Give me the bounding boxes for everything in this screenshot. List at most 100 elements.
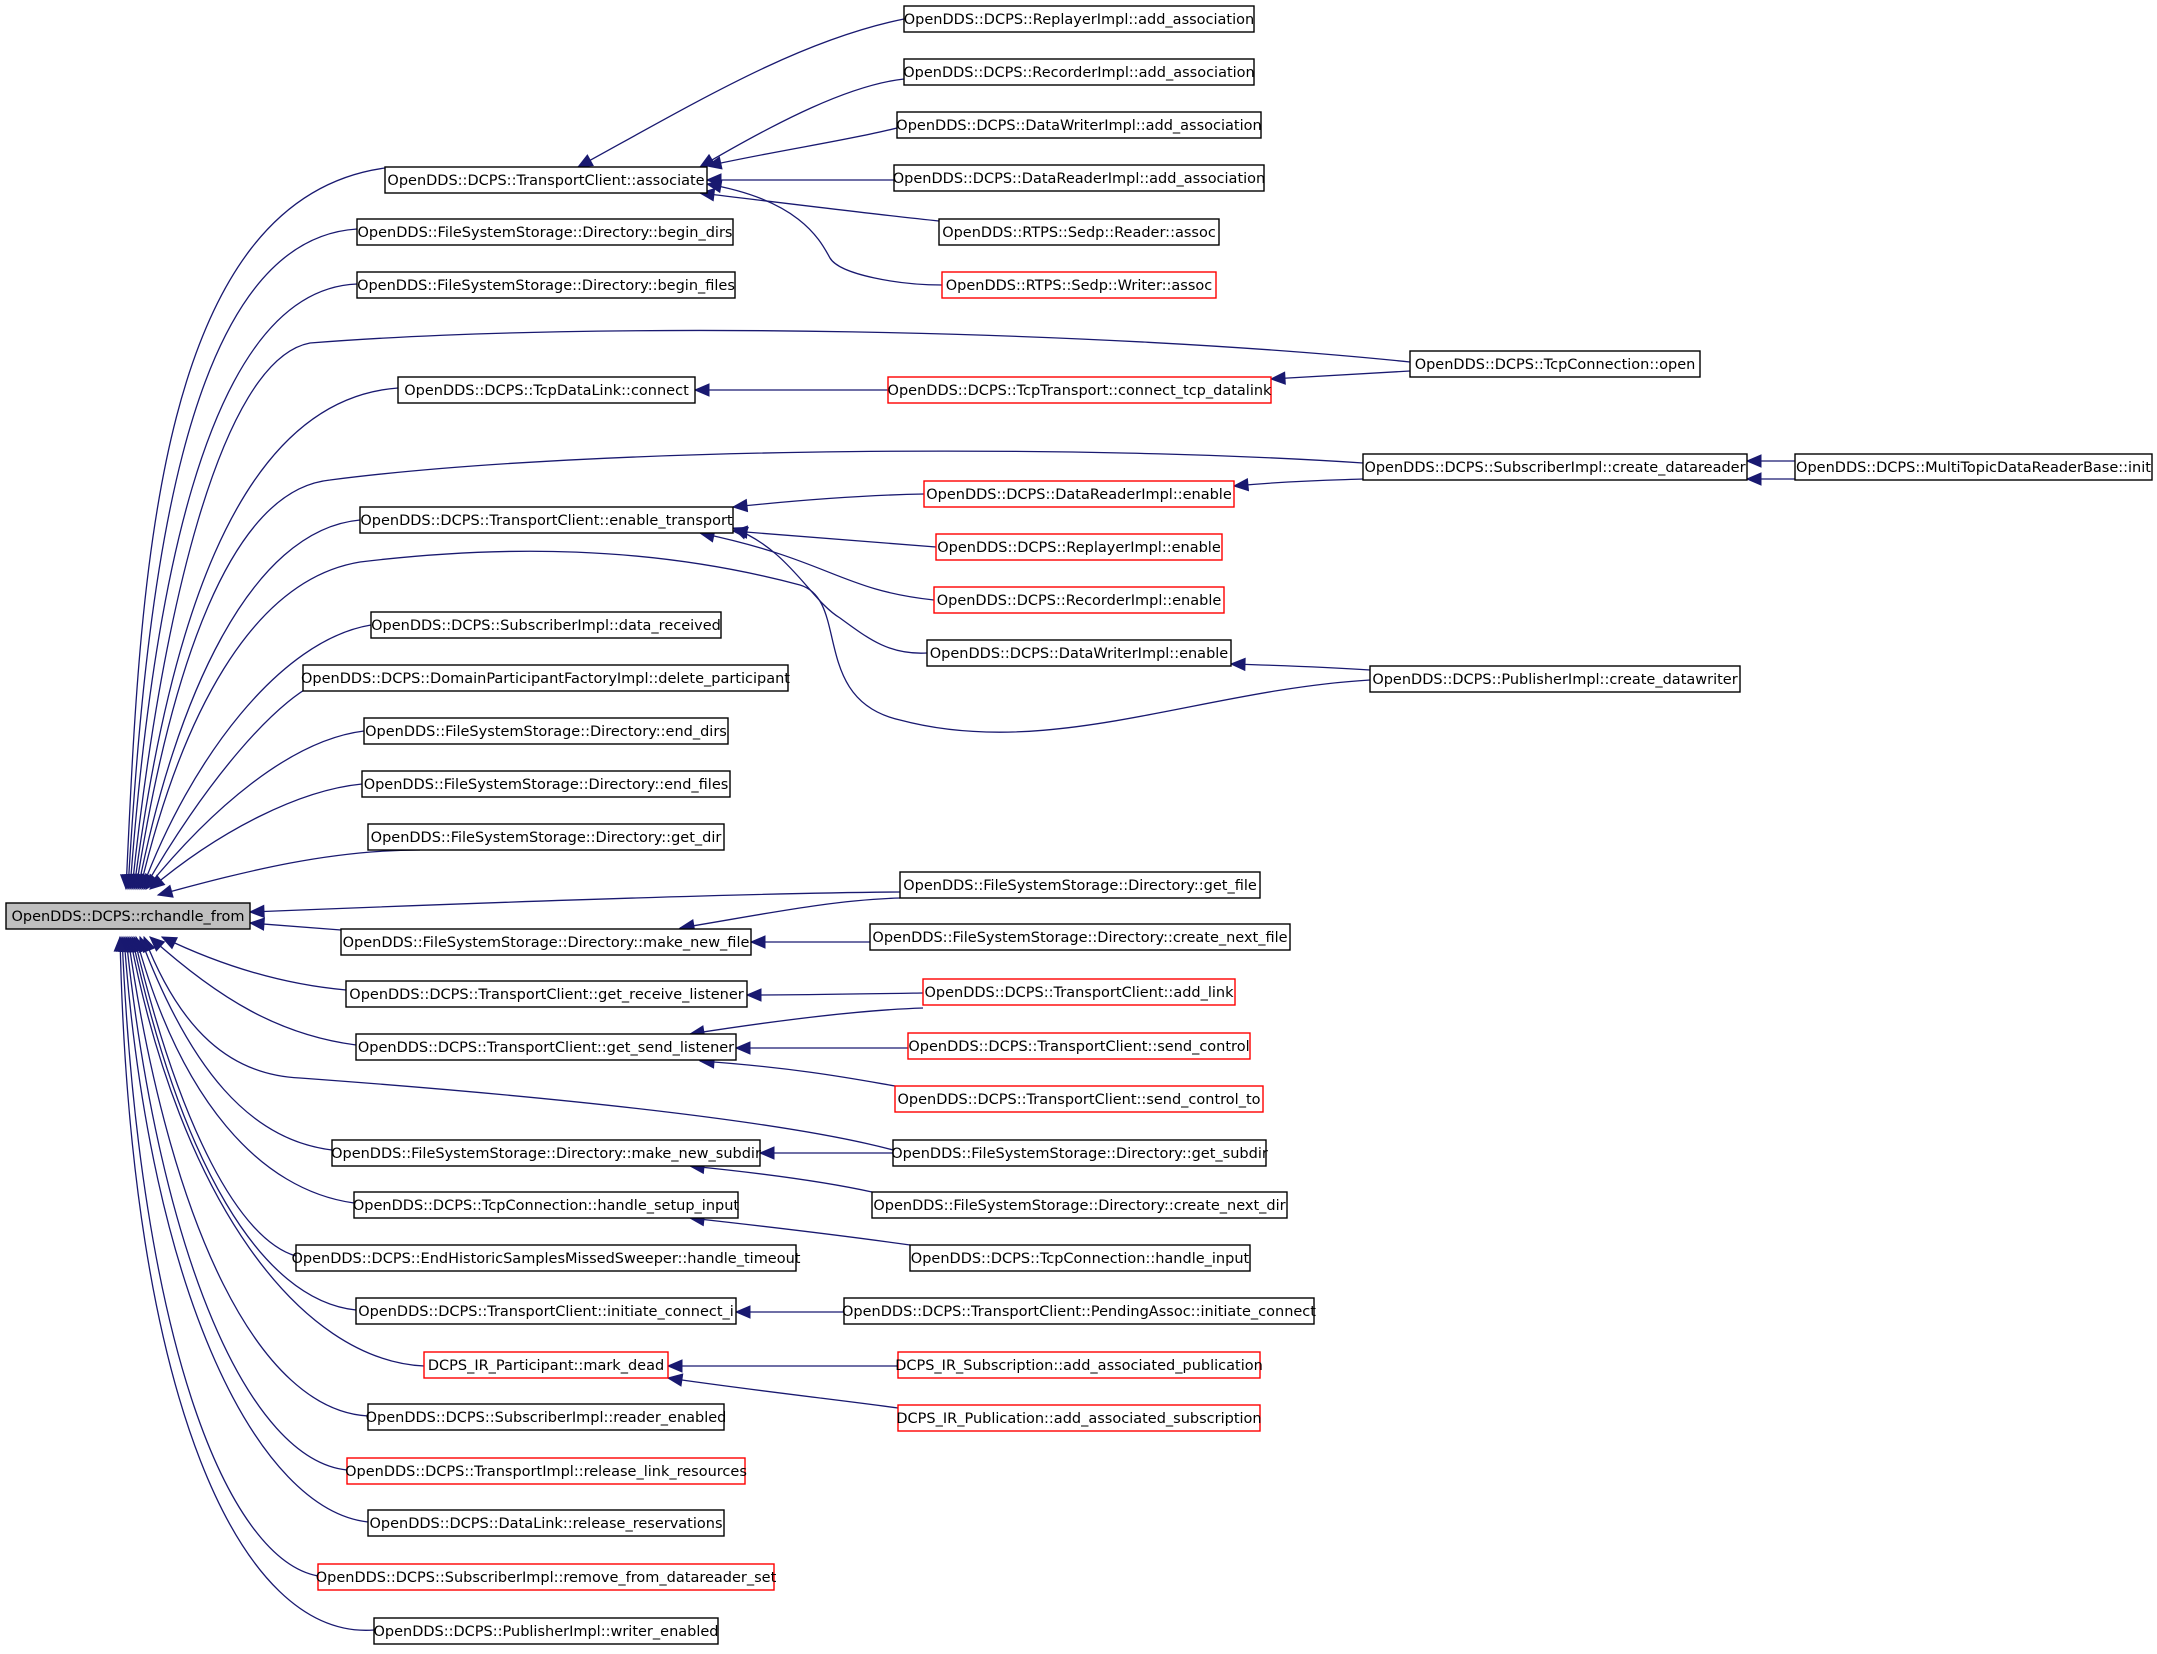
node-tdl-connect[interactable]: OpenDDS::DCPS::TcpDataLink::connect xyxy=(397,376,696,404)
node-box xyxy=(345,980,748,1008)
node-ti-release-link-resources[interactable]: OpenDDS::DCPS::TransportImpl::release_li… xyxy=(345,1457,747,1485)
node-fs-get-file[interactable]: OpenDDS::FileSystemStorage::Directory::g… xyxy=(899,871,1261,899)
node-label: OpenDDS::FileSystemStorage::Directory::e… xyxy=(365,724,727,740)
node-mtdr-init[interactable]: OpenDDS::DCPS::MultiTopicDataReaderBase:… xyxy=(1794,453,2153,481)
node-label: OpenDDS::DCPS::RecorderImpl::enable xyxy=(937,593,1222,609)
node-label: OpenDDS::DCPS::RecorderImpl::add_associa… xyxy=(903,65,1255,81)
node-tconn-open[interactable]: OpenDDS::DCPS::TcpConnection::open xyxy=(1409,350,1701,378)
node-fs-begin-files[interactable]: OpenDDS::FileSystemStorage::Directory::b… xyxy=(356,271,736,299)
node-recorder-enable[interactable]: OpenDDS::DCPS::RecorderImpl::enable xyxy=(933,586,1225,614)
node-box xyxy=(355,1033,737,1061)
edge-sub_create_datareader-to-mtdr_init xyxy=(1745,472,1795,486)
node-dl-release-reservations[interactable]: OpenDDS::DCPS::DataLink::release_reserva… xyxy=(367,1509,725,1537)
arrowhead xyxy=(113,935,128,952)
node-fs-end-files[interactable]: OpenDDS::FileSystemStorage::Directory::e… xyxy=(361,770,731,798)
node-label: OpenDDS::DCPS::TcpConnection::open xyxy=(1415,357,1696,373)
node-rchandle-from[interactable]: OpenDDS::DCPS::rchandle_from xyxy=(5,902,251,930)
node-box xyxy=(367,823,725,851)
node-dw-add-association[interactable]: OpenDDS::DCPS::DataWriterImpl::add_assoc… xyxy=(896,111,1262,139)
node-pub-create-datawriter[interactable]: OpenDDS::DCPS::PublisherImpl::create_dat… xyxy=(1369,665,1741,693)
node-label: OpenDDS::FileSystemStorage::Directory::b… xyxy=(358,225,733,241)
node-box xyxy=(909,1244,1251,1272)
edge-sedp_writer_assoc-to-tc_associate xyxy=(705,179,943,286)
edge-fs_begin_files-to-rchandle_from xyxy=(124,283,358,891)
arrowhead xyxy=(248,917,265,931)
graph-nodes: OpenDDS::DCPS::rchandle_fromOpenDDS::DCP… xyxy=(5,5,2153,1645)
node-sub-data-received[interactable]: OpenDDS::DCPS::SubscriberImpl::data_rece… xyxy=(370,611,722,639)
node-pending-initiate-connect[interactable]: OpenDDS::DCPS::TransportClient::PendingA… xyxy=(842,1297,1316,1325)
node-fs-get-subdir[interactable]: OpenDDS::FileSystemStorage::Directory::g… xyxy=(891,1139,1268,1167)
node-label: OpenDDS::FileSystemStorage::Directory::c… xyxy=(872,930,1287,946)
arrowhead xyxy=(734,1305,751,1319)
node-box xyxy=(935,533,1223,561)
edge-fs_make_new_file-to-rchandle_from xyxy=(248,917,342,931)
node-dr-enable[interactable]: OpenDDS::DCPS::DataReaderImpl::enable xyxy=(923,480,1235,508)
node-label: OpenDDS::DCPS::TcpConnection::handle_inp… xyxy=(911,1251,1250,1267)
arrowhead xyxy=(576,154,594,168)
node-sedp-reader-assoc[interactable]: OpenDDS::RTPS::Sedp::Reader::assoc xyxy=(938,218,1220,246)
edge-sedp_reader_assoc-to-tc_associate xyxy=(698,188,940,222)
node-tc-send-control[interactable]: OpenDDS::DCPS::TransportClient::send_con… xyxy=(907,1032,1251,1060)
edge-dw_enable-to-tc_enable_transport xyxy=(731,526,928,654)
node-box xyxy=(923,480,1235,508)
edge-dpf_delete_participant-to-rchandle_from xyxy=(143,677,331,891)
edge-fs_get_subdir-to-fs_make_new_subdir xyxy=(758,1146,893,1160)
arrowhead xyxy=(745,988,762,1002)
node-replayer-add-association[interactable]: OpenDDS::DCPS::ReplayerImpl::add_associa… xyxy=(903,5,1255,33)
node-tc-initiate-connect-i[interactable]: OpenDDS::DCPS::TransportClient::initiate… xyxy=(355,1297,737,1325)
node-label: OpenDDS::DCPS::TransportClient::associat… xyxy=(387,173,704,189)
node-tc-associate[interactable]: OpenDDS::DCPS::TransportClient::associat… xyxy=(384,166,708,194)
node-fs-begin-dirs[interactable]: OpenDDS::FileSystemStorage::Directory::b… xyxy=(356,218,734,246)
edge-fs_make_new_subdir-to-rchandle_from xyxy=(138,935,333,1151)
arrowhead xyxy=(758,1146,775,1160)
node-box xyxy=(5,902,251,930)
node-tconn-handle-setup-input[interactable]: OpenDDS::DCPS::TcpConnection::handle_set… xyxy=(353,1191,740,1219)
node-fs-create-next-file[interactable]: OpenDDS::FileSystemStorage::Directory::c… xyxy=(869,923,1291,951)
edge-fs_begin_dirs-to-rchandle_from xyxy=(122,228,358,891)
node-ir-pub-add-assoc-sub[interactable]: DCPS_IR_Publication::add_associated_subs… xyxy=(896,1404,1262,1432)
node-label: OpenDDS::DCPS::TcpDataLink::connect xyxy=(404,383,689,399)
node-box xyxy=(896,111,1262,139)
node-label: OpenDDS::FileSystemStorage::Directory::g… xyxy=(371,830,722,846)
node-label: OpenDDS::FileSystemStorage::Directory::c… xyxy=(873,1198,1285,1214)
edge-tc_get_receive_listener-to-rchandle_from xyxy=(160,936,347,991)
node-ehsms-handle-timeout[interactable]: OpenDDS::DCPS::EndHistoricSamplesMissedS… xyxy=(292,1244,801,1272)
node-fs-create-next-dir[interactable]: OpenDDS::FileSystemStorage::Directory::c… xyxy=(871,1191,1288,1219)
node-sedp-writer-assoc[interactable]: OpenDDS::RTPS::Sedp::Writer::assoc xyxy=(941,271,1217,299)
node-box xyxy=(373,1617,719,1645)
node-fs-end-dirs[interactable]: OpenDDS::FileSystemStorage::Directory::e… xyxy=(363,717,729,745)
node-fs-make-new-subdir[interactable]: OpenDDS::FileSystemStorage::Directory::m… xyxy=(331,1139,761,1167)
node-pub-writer-enabled[interactable]: OpenDDS::DCPS::PublisherImpl::writer_ena… xyxy=(373,1617,719,1645)
node-label: OpenDDS::DCPS::ReplayerImpl::enable xyxy=(937,540,1221,556)
node-fs-get-dir[interactable]: OpenDDS::FileSystemStorage::Directory::g… xyxy=(367,823,725,851)
node-tc-add-link[interactable]: OpenDDS::DCPS::TransportClient::add_link xyxy=(922,978,1236,1006)
node-ir-mark-dead[interactable]: DCPS_IR_Participant::mark_dead xyxy=(423,1351,669,1379)
node-recorder-add-association[interactable]: OpenDDS::DCPS::RecorderImpl::add_associa… xyxy=(903,58,1255,86)
node-dpf-delete-participant[interactable]: OpenDDS::DCPS::DomainParticipantFactoryI… xyxy=(301,664,790,692)
node-dw-enable[interactable]: OpenDDS::DCPS::DataWriterImpl::enable xyxy=(926,639,1232,667)
node-label: OpenDDS::DCPS::TcpTransport::connect_tcp… xyxy=(888,383,1272,399)
node-tc-get-receive-listener[interactable]: OpenDDS::DCPS::TransportClient::get_rece… xyxy=(345,980,748,1008)
node-tc-enable-transport[interactable]: OpenDDS::DCPS::TransportClient::enable_t… xyxy=(359,506,734,534)
edge-pub_writer_enabled-to-rchandle_from xyxy=(113,935,375,1631)
node-label: OpenDDS::DCPS::MultiTopicDataReaderBase:… xyxy=(1796,460,2151,476)
node-box xyxy=(938,218,1220,246)
edge-tc_add_link-to-tc_get_receive_listener xyxy=(745,988,924,1002)
node-tc-send-control-to[interactable]: OpenDDS::DCPS::TransportClient::send_con… xyxy=(894,1085,1264,1113)
node-replayer-enable[interactable]: OpenDDS::DCPS::ReplayerImpl::enable xyxy=(935,533,1223,561)
node-ir-sub-add-assoc-pub[interactable]: DCPS_IR_Subscription::add_associated_pub… xyxy=(895,1351,1263,1379)
node-box xyxy=(941,271,1217,299)
node-label: DCPS_IR_Publication::add_associated_subs… xyxy=(896,1411,1261,1427)
node-tconn-handle-input[interactable]: OpenDDS::DCPS::TcpConnection::handle_inp… xyxy=(909,1244,1251,1272)
node-box xyxy=(302,664,789,692)
arrowhead xyxy=(731,498,749,513)
node-dr-add-association[interactable]: OpenDDS::DCPS::DataReaderImpl::add_assoc… xyxy=(893,164,1265,192)
node-sub-reader-enabled[interactable]: OpenDDS::DCPS::SubscriberImpl::reader_en… xyxy=(366,1403,727,1431)
node-box xyxy=(926,639,1232,667)
node-tc-get-send-listener[interactable]: OpenDDS::DCPS::TransportClient::get_send… xyxy=(355,1033,737,1061)
node-box xyxy=(356,218,734,246)
node-sub-create-datareader[interactable]: OpenDDS::DCPS::SubscriberImpl::create_da… xyxy=(1362,453,1748,481)
node-fs-make-new-file[interactable]: OpenDDS::FileSystemStorage::Directory::m… xyxy=(340,928,752,956)
node-tt-connect-tcp-datalink[interactable]: OpenDDS::DCPS::TcpTransport::connect_tcp… xyxy=(887,376,1272,404)
node-sub-remove-from-datareader-set[interactable]: OpenDDS::DCPS::SubscriberImpl::remove_fr… xyxy=(316,1563,777,1591)
